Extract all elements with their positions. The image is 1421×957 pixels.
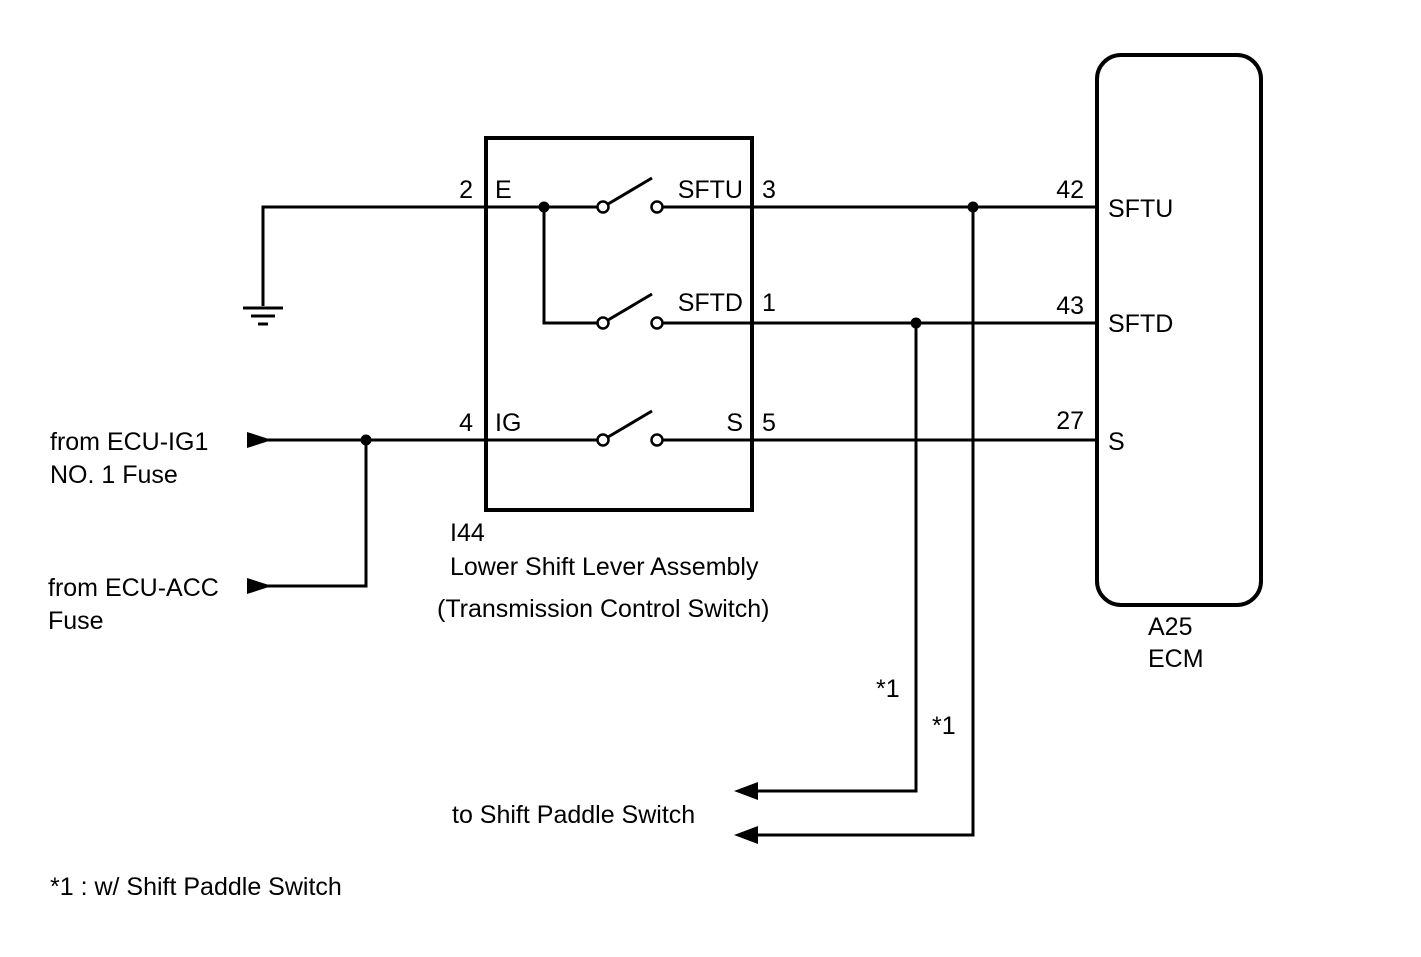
switch-component-id: I44 (450, 519, 485, 547)
junction-dot (538, 201, 550, 213)
pin-number: 3 (762, 176, 776, 204)
ecm-name: ECM (1148, 645, 1204, 673)
sftd-wire (662, 317, 1097, 800)
paddle-switch-label: to Shift Paddle Switch (452, 801, 695, 829)
ecm-box (1095, 53, 1263, 607)
sftu-switch-icon (596, 176, 664, 214)
pin-label: SFTD (1108, 310, 1173, 338)
ecm-id: A25 (1148, 613, 1192, 641)
paddle-note-mark: *1 (932, 712, 956, 740)
ground-icon (243, 306, 283, 326)
pin-label: IG (495, 409, 521, 437)
pin-label: SFTD (678, 289, 743, 317)
ig-supply-wire (247, 432, 598, 594)
pin-label: SFTU (678, 176, 743, 204)
sftu-wire (662, 201, 1097, 844)
pin-number: 1 (762, 289, 776, 317)
switch-component-subname: (Transmission Control Switch) (437, 595, 769, 623)
pin-label: SFTU (1108, 195, 1173, 223)
pin-number: 43 (1056, 292, 1084, 320)
pin-number: 4 (459, 409, 473, 437)
ig1-source-label: from ECU-IG1 (50, 428, 208, 456)
pin-number: 27 (1056, 407, 1084, 435)
arrow-left-icon (734, 826, 758, 844)
arrow-left-icon (734, 782, 758, 800)
paddle-note-mark: *1 (876, 675, 900, 703)
sftd-switch-icon (596, 292, 664, 330)
acc-source-fuse: Fuse (48, 607, 104, 635)
pin-label: S (726, 409, 743, 437)
pin-number: 2 (459, 176, 473, 204)
arrow-right-icon (247, 432, 272, 448)
switch-component-name: Lower Shift Lever Assembly (450, 553, 759, 581)
pin-label: S (1108, 428, 1125, 456)
ig-switch-icon (596, 409, 664, 447)
ground-wire (261, 205, 486, 306)
ig1-source-fuse: NO. 1 Fuse (50, 461, 178, 489)
acc-source-label: from ECU-ACC (48, 574, 219, 602)
arrow-right-icon (247, 578, 272, 594)
pin-number: 42 (1056, 176, 1084, 204)
pin-label: E (495, 176, 512, 204)
switch-common-wire (486, 201, 598, 325)
footnote: *1 : w/ Shift Paddle Switch (50, 873, 342, 901)
pin-number: 5 (762, 409, 776, 437)
